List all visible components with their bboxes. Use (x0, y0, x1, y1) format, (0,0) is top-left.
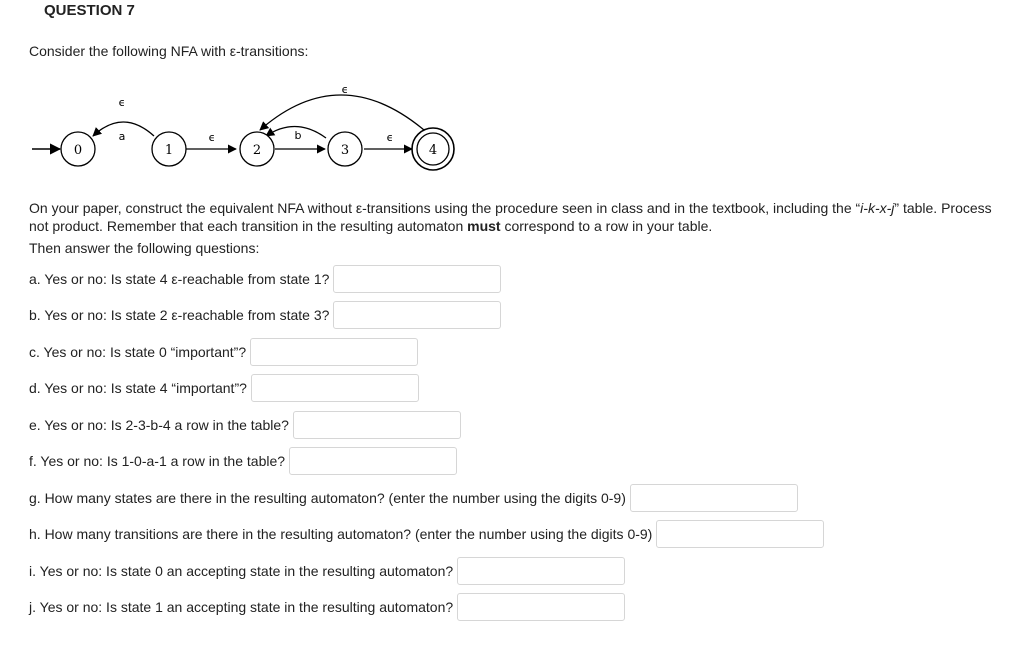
edge-label-1-2: ϵ (209, 131, 216, 144)
edge-label-1-0-a: a (119, 130, 126, 143)
question-e: e. Yes or no: Is 2-3-b-4 a row in the ta… (29, 409, 461, 441)
nfa-diagram: 0 1 2 3 4 ϵ a ϵ b ϵ ϵ (32, 83, 455, 171)
question-h-text: h. How many transitions are there in the… (29, 526, 653, 542)
question-title: QUESTION 7 (44, 2, 135, 19)
question-b: b. Yes or no: Is state 2 ε-reachable fro… (29, 299, 502, 331)
state-0 (60, 131, 96, 167)
state-3 (327, 131, 363, 167)
question-i: i. Yes or no: Is state 0 an accepting st… (29, 555, 626, 587)
answer-d-input[interactable] (250, 374, 419, 402)
question-b-text: b. Yes or no: Is state 2 ε-reachable fro… (29, 307, 330, 323)
state-label-2: 2 (253, 143, 261, 158)
question-a-text: a. Yes or no: Is state 4 ε-reachable fro… (29, 271, 330, 287)
state-2 (239, 131, 275, 167)
state-label-0: 0 (74, 143, 82, 158)
edge-4-2 (259, 94, 425, 131)
answer-e-input[interactable] (292, 411, 461, 439)
instructions-then: Then answer the following questions: (29, 240, 260, 256)
instructions-bold: must (467, 218, 501, 234)
question-g-text: g. How many states are there in the resu… (29, 490, 626, 506)
answer-f-input[interactable] (289, 447, 458, 475)
question-prompt: Consider the following NFA with ε-transi… (29, 43, 309, 59)
answer-a-input[interactable] (333, 265, 502, 293)
edge-label-4-2: ϵ (342, 83, 349, 96)
answer-j-input[interactable] (457, 593, 626, 621)
state-label-4: 4 (429, 143, 437, 158)
edge-label-1-0-eps: ϵ (119, 96, 126, 109)
answer-c-input[interactable] (250, 338, 419, 366)
question-h: h. How many transitions are there in the… (29, 518, 825, 550)
edge-label-3-4: ϵ (387, 131, 394, 144)
question-f: f. Yes or no: Is 1-0-a-1 a row in the ta… (29, 445, 458, 477)
question-g: g. How many states are there in the resu… (29, 482, 798, 514)
question-f-text: f. Yes or no: Is 1-0-a-1 a row in the ta… (29, 453, 286, 469)
question-i-text: i. Yes or no: Is state 0 an accepting st… (29, 563, 454, 579)
instructions: On your paper, construct the equivalent … (29, 199, 1004, 235)
edge-3-2 (265, 125, 327, 139)
edge-label-3-2: b (295, 129, 302, 142)
answer-i-input[interactable] (457, 557, 626, 585)
answer-h-input[interactable] (656, 520, 825, 548)
instructions-part2: ” table. Process not product. Remember t… (29, 200, 992, 234)
state-1 (151, 131, 187, 167)
answer-g-input[interactable] (629, 484, 798, 512)
question-e-text: e. Yes or no: Is 2-3-b-4 a row in the ta… (29, 417, 289, 433)
question-c-text: c. Yes or no: Is state 0 “important”? (29, 344, 247, 360)
state-4-inner (416, 132, 450, 166)
instructions-part3: correspond to a row in your table. (500, 218, 713, 234)
question-d: d. Yes or no: Is state 4 “important”? (29, 372, 419, 404)
state-label-1: 1 (165, 143, 173, 158)
instructions-part1: On your paper, construct the equivalent … (29, 200, 861, 216)
state-label-3: 3 (341, 143, 349, 158)
question-j-text: j. Yes or no: Is state 1 an accepting st… (29, 599, 454, 615)
answer-b-input[interactable] (333, 301, 502, 329)
edge-1-0 (92, 121, 155, 137)
instructions-italic: i-k-x-j (860, 200, 895, 216)
question-a: a. Yes or no: Is state 4 ε-reachable fro… (29, 263, 502, 295)
question-j: j. Yes or no: Is state 1 an accepting st… (29, 591, 626, 623)
question-d-text: d. Yes or no: Is state 4 “important”? (29, 380, 247, 396)
question-c: c. Yes or no: Is state 0 “important”? (29, 336, 419, 368)
